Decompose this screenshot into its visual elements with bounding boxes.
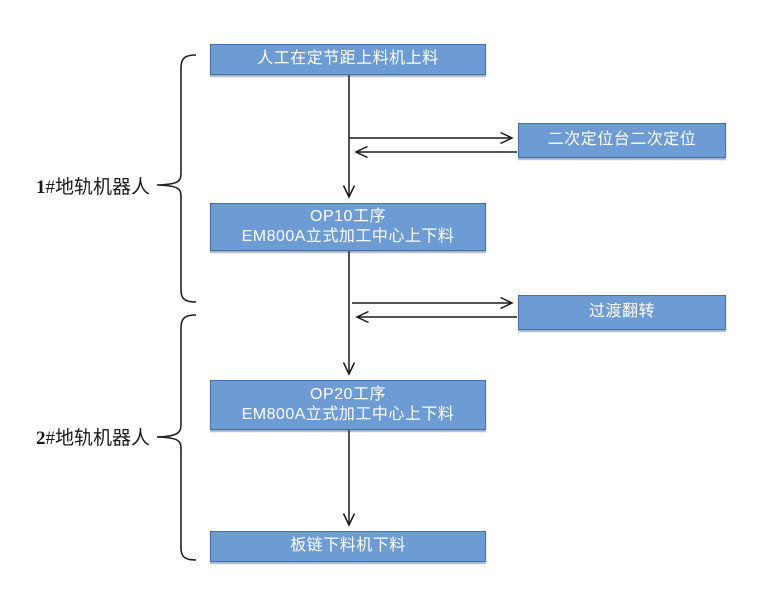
node-op20-title: OP20工序 [310,385,386,403]
label-rail-robot-1-text: #地轨机器人 [45,177,150,198]
node-manual-load-label: 人工在定节距上料机上料 [257,50,439,68]
node-op10-title: OP10工序 [310,207,386,225]
node-chain-unload-label: 板链下料机下料 [290,537,406,555]
node-manual-load: 人工在定节距上料机上料 [210,44,486,75]
node-secondary-positioning: 二次定位台二次定位 [518,123,726,158]
node-op10-subtitle: EM800A立式加工中心上下料 [241,228,455,245]
node-transition-flip: 过渡翻转 [518,295,726,330]
node-chain-unload: 板链下料机下料 [210,531,486,562]
node-secondary-positioning-label: 二次定位台二次定位 [547,131,697,149]
node-op20-subtitle: EM800A立式加工中心上下料 [241,406,455,423]
node-op20: OP20工序 EM800A立式加工中心上下料 [210,380,486,430]
brace-robot-1 [156,54,197,303]
node-transition-flip-label: 过渡翻转 [588,303,655,321]
label-rail-robot-2-number: 2 [35,428,46,449]
node-op10: OP10工序 EM800A立式加工中心上下料 [210,203,486,251]
brace-robot-2 [156,314,197,561]
label-rail-robot-2-text: #地轨机器人 [45,428,150,449]
label-rail-robot-1: 1#地轨机器人 [0,172,150,199]
label-rail-robot-2: 2#地轨机器人 [0,423,150,450]
label-rail-robot-1-number: 1 [35,177,46,198]
